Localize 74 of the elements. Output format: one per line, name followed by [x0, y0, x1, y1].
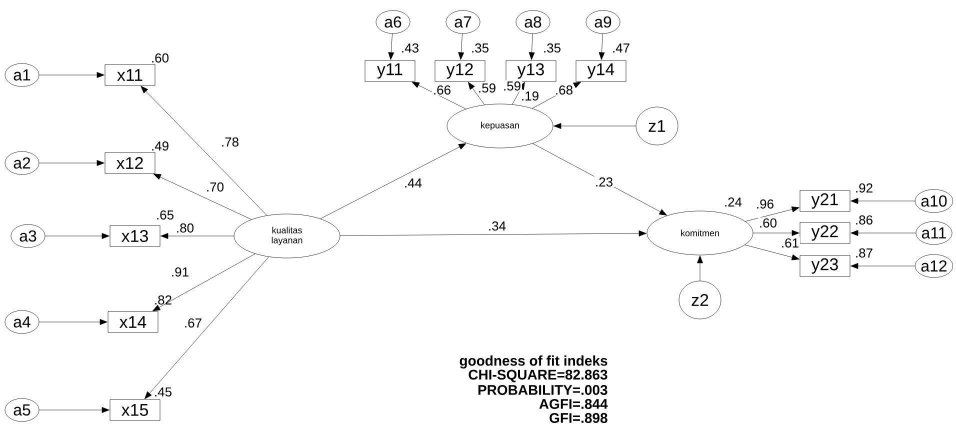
observed-variable-box: x14 [108, 311, 158, 333]
observed-variable-box: y12 [434, 60, 486, 82]
arrow [598, 33, 605, 60]
arrow [697, 256, 703, 281]
coefficient-label: .43 [402, 43, 418, 53]
arrow [528, 33, 535, 60]
arrow [152, 254, 256, 312]
edge-label: .60 [758, 217, 778, 229]
observed-variable-box: y14 [576, 60, 626, 82]
arrow [753, 230, 800, 236]
edge-label: .66 [432, 84, 452, 96]
edge-label: .34 [486, 220, 508, 232]
coefficient-label: .86 [856, 215, 872, 225]
arrow [39, 407, 110, 413]
edge-label: .80 [174, 222, 196, 234]
arrow [850, 230, 916, 236]
arrow [744, 244, 800, 260]
edge-label: .70 [204, 181, 226, 193]
observed-variable-box: x15 [110, 399, 160, 421]
coefficient-label: .87 [856, 248, 872, 258]
observed-variable-box: x13 [110, 225, 160, 247]
observed-variable-box: y21 [800, 190, 850, 212]
arrow [850, 263, 916, 269]
arrow [153, 174, 252, 220]
edge-label: .96 [754, 198, 776, 210]
coefficient-label: .49 [152, 141, 168, 151]
fit-statistic: CHI-SQUARE=82.863 [468, 370, 608, 382]
arrow [320, 143, 466, 219]
edge-label: .68 [554, 84, 574, 96]
arrow [458, 33, 464, 60]
arrow [39, 319, 108, 325]
arrow [144, 256, 269, 400]
coefficient-label: .35 [472, 43, 488, 53]
coefficient-label: .82 [155, 295, 172, 305]
arrow [850, 198, 916, 204]
coefficient-label: .45 [155, 387, 172, 397]
arrow [412, 82, 466, 110]
observed-variable-box: y11 [364, 60, 416, 82]
edge-label: .44 [402, 178, 424, 188]
edge-label: .78 [220, 136, 240, 148]
coefficient-label: .65 [157, 210, 174, 220]
coefficient-label: .92 [856, 183, 872, 193]
observed-variable-box: y23 [800, 255, 850, 277]
coefficient-label: .24 [725, 197, 742, 207]
observed-variable-box: x12 [104, 152, 156, 174]
arrow [160, 233, 234, 239]
fit-statistic: PROBABILITY=.003 [478, 385, 608, 395]
edge-label: .59 [476, 82, 498, 94]
arrow [532, 82, 582, 109]
coefficient-label: .60 [152, 53, 169, 63]
arrow [554, 123, 636, 129]
observed-variable-box: y22 [800, 222, 850, 244]
coefficient-label: .47 [613, 44, 630, 52]
arrow [388, 33, 394, 60]
coefficient-label: .19 [522, 91, 538, 101]
arrow [745, 206, 800, 222]
arrow [140, 86, 268, 216]
edge-label: .23 [594, 176, 614, 188]
fit-statistic: GFI=.898 [550, 413, 608, 423]
edge-label: .61 [780, 237, 800, 249]
arrow [39, 160, 104, 166]
arrow [468, 82, 485, 105]
coefficient-label: .35 [544, 43, 560, 53]
fit-statistic: goodness of fit indeks [460, 355, 608, 369]
edge-label: .67 [182, 317, 204, 329]
arrow [39, 72, 104, 78]
edge-label: .59 [502, 80, 522, 92]
observed-variable-box: x11 [104, 64, 156, 86]
edge-label: .91 [170, 266, 190, 278]
arrow [45, 233, 110, 239]
observed-variable-box: y13 [506, 60, 556, 82]
arrow [532, 143, 667, 216]
fit-statistic: AGFI=.844 [539, 399, 608, 409]
arrow [340, 230, 646, 236]
